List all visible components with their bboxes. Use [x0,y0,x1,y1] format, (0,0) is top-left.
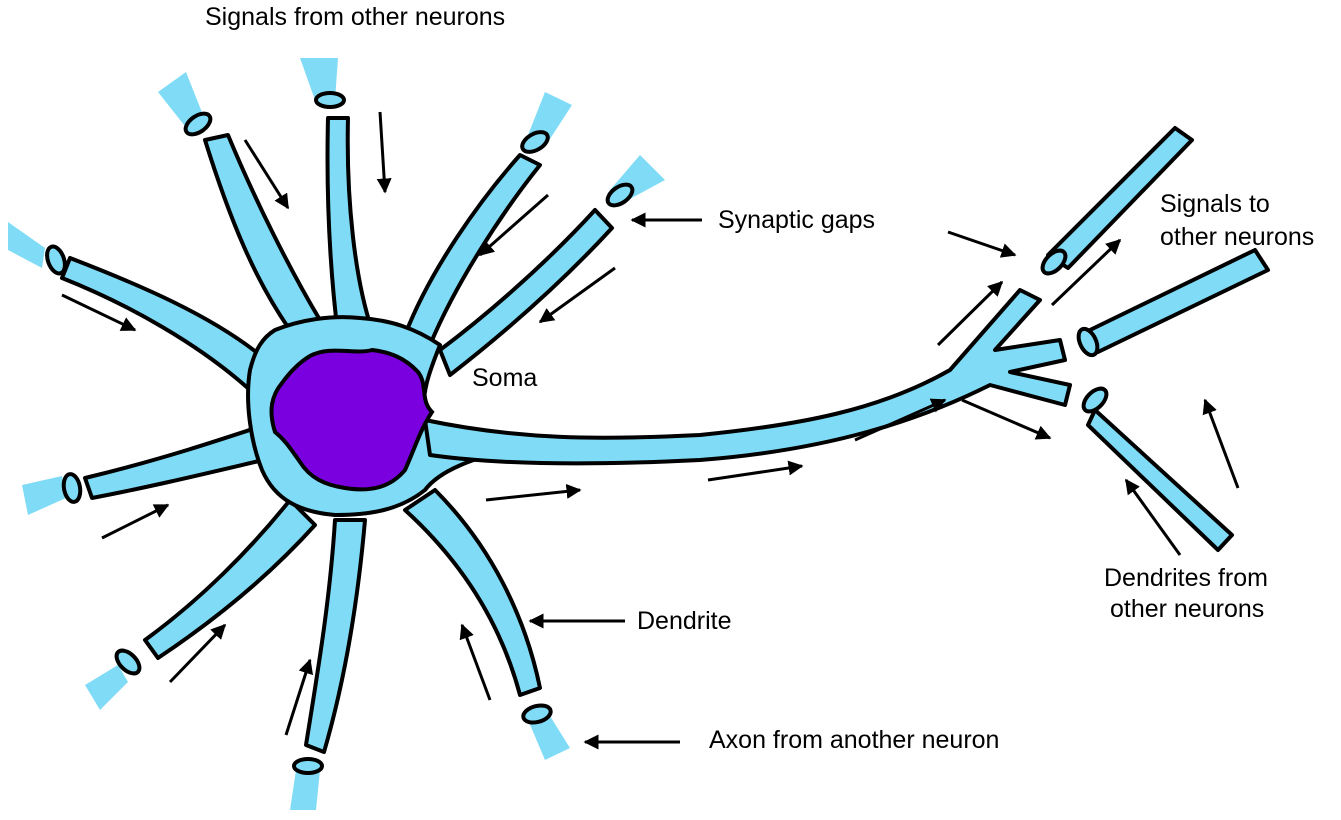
arrow-6 [102,505,168,538]
arrow-14 [962,400,1050,438]
arrow-15 [948,232,1015,255]
label-axon-from: Axon from another neuron [709,726,999,754]
terminal-h [290,770,320,810]
label-synaptic-gaps: Synaptic gaps [718,206,875,234]
arrow-8 [286,660,310,735]
label-signals-from: Signals from other neurons [205,3,505,31]
arrow-9 [462,625,490,700]
arrow-10 [486,490,580,500]
dendrite-bottom-right [405,490,540,695]
terminal-f [22,476,66,515]
arrow-11 [708,466,802,480]
dendrite-top [327,118,372,335]
synapse-ring-c [519,128,551,156]
neuron-body [62,118,1070,752]
synapse-ring-f [62,473,83,503]
label-signals-to-line1: Signals to [1160,190,1270,218]
target-ring-1 [1038,246,1069,277]
synapse-ring-e [44,244,69,276]
arrow-2 [380,112,385,192]
synapse-ring-d [604,180,636,209]
synapse-ring-b [316,93,344,107]
arrow-17 [1205,400,1238,488]
terminal-g [85,665,128,710]
dendrite-bottom [306,520,365,752]
label-dendrites-from-line1: Dendrites from [1104,564,1268,592]
label-dendrite: Dendrite [637,607,732,635]
label-signals-to-line2: other neurons [1160,223,1314,251]
synapse-ring-h [294,759,322,773]
dendrite-bottom-left [145,500,315,658]
label-soma: Soma [472,364,537,392]
target-dendrite-2 [1090,250,1268,352]
label-dendrites-from-line2: other neurons [1110,595,1264,623]
dendrite-top-left [205,135,320,330]
terminal-e [8,222,45,268]
target-ring-3 [1079,384,1110,415]
dendrite-upper-left [62,258,260,390]
